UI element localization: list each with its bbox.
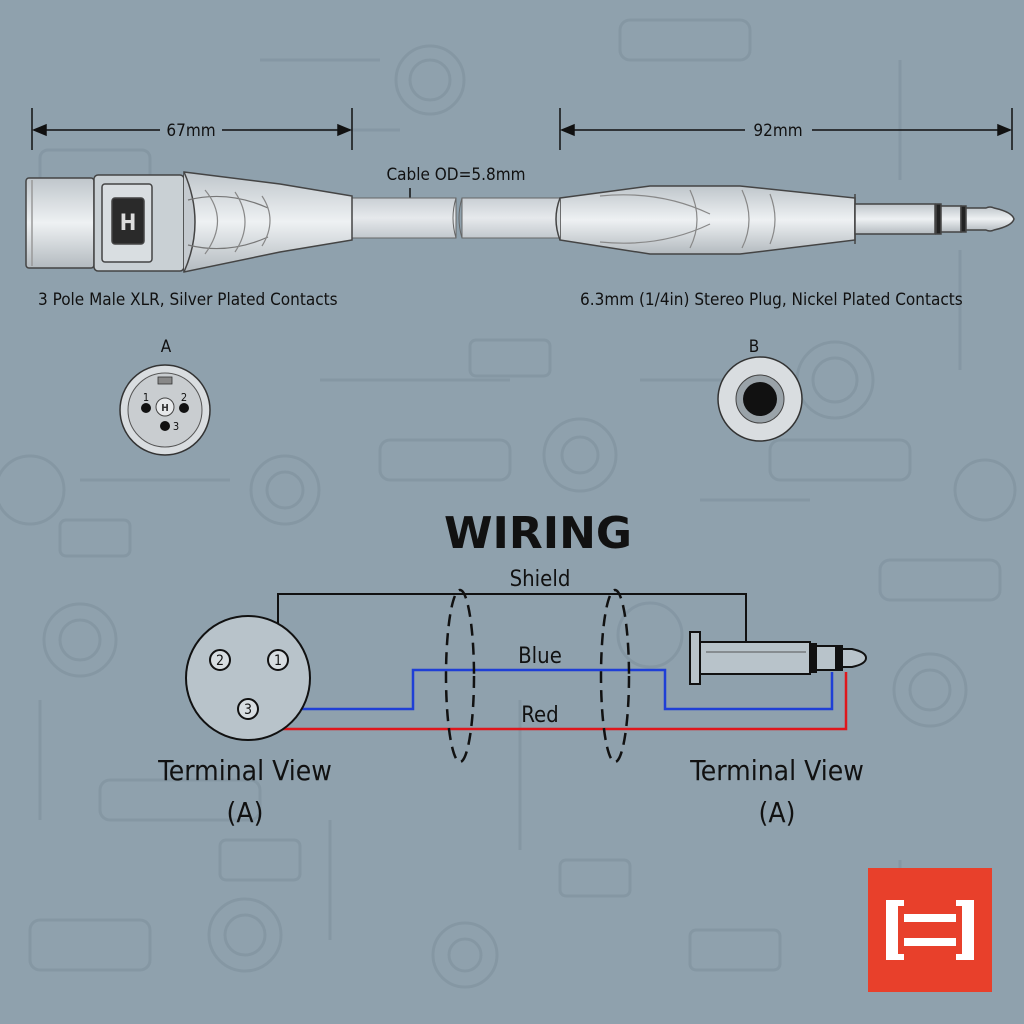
end-view-pin-1: 1 bbox=[143, 391, 149, 404]
xlr-male-connector-icon: H bbox=[25, 171, 353, 273]
trs-stereo-plug-icon bbox=[555, 185, 1015, 255]
trs-end-view bbox=[717, 356, 803, 442]
wiring-pin-2: 2 bbox=[216, 653, 224, 669]
end-view-b-label: B bbox=[749, 337, 760, 357]
wiring-pin-1: 1 bbox=[274, 653, 282, 669]
right-dimension bbox=[559, 108, 1013, 150]
blue-label: Blue bbox=[518, 644, 562, 669]
left-length-label: 67mm bbox=[166, 121, 215, 141]
wiring-pin-3: 3 bbox=[244, 702, 252, 718]
background-pattern bbox=[0, 18, 1017, 990]
right-length-label: 92mm bbox=[753, 121, 802, 141]
xlr-terminal-view bbox=[185, 615, 311, 741]
cable bbox=[349, 197, 563, 239]
end-view-pin-2: 2 bbox=[181, 391, 187, 404]
hosa-logo-icon bbox=[868, 868, 992, 992]
cable-od-label: Cable OD=5.8mm bbox=[386, 165, 525, 185]
left-dimension bbox=[31, 108, 353, 150]
svg-text:H: H bbox=[161, 403, 169, 414]
shield-wire bbox=[277, 593, 747, 658]
blue-wire bbox=[258, 668, 834, 711]
end-view-a-label: A bbox=[161, 337, 172, 357]
cable-shield-ellipses bbox=[444, 588, 631, 764]
right-terminal-view-line1: Terminal View bbox=[689, 754, 864, 787]
shield-label: Shield bbox=[510, 567, 571, 592]
xlr-end-view: H bbox=[119, 364, 211, 456]
left-terminal-view-line1: Terminal View bbox=[157, 754, 332, 787]
trs-plug-wiring-icon bbox=[689, 631, 868, 685]
red-label: Red bbox=[521, 703, 559, 728]
svg-text:H: H bbox=[120, 211, 137, 236]
end-view-pin-3: 3 bbox=[173, 420, 179, 433]
left-terminal-view-line2: (A) bbox=[227, 796, 264, 829]
trs-description: 6.3mm (1/4in) Stereo Plug, Nickel Plated… bbox=[580, 290, 963, 310]
right-terminal-view-line2: (A) bbox=[759, 796, 796, 829]
xlr-description: 3 Pole Male XLR, Silver Plated Contacts bbox=[38, 290, 338, 310]
wiring-title: WIRING bbox=[444, 508, 632, 559]
